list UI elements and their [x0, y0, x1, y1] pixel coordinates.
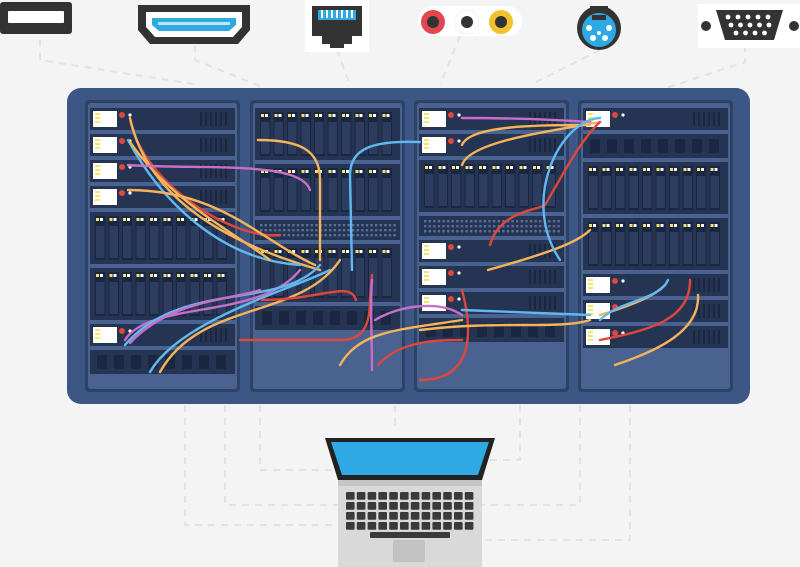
vga-port-icon: [698, 4, 800, 48]
rack-unit: [419, 292, 564, 314]
rack-unit: [255, 306, 400, 330]
rca-av-port-icon: [418, 6, 522, 36]
ethernet-port-icon: [305, 0, 369, 52]
dashed-connection-lines: [39, 35, 746, 541]
rack-unit: [419, 266, 564, 288]
s-video-port-icon: [577, 6, 621, 50]
rack-unit: [583, 326, 728, 348]
rack-unit: [419, 160, 564, 212]
rack-unit: [583, 108, 728, 130]
rack-column: [85, 100, 240, 392]
rack-unit: [90, 268, 235, 320]
patch-cables: [123, 116, 700, 382]
rack-column: [578, 100, 733, 392]
rack-unit: [583, 134, 728, 158]
rack-unit: [583, 162, 728, 214]
laptop-icon: [325, 438, 495, 567]
rack-unit: [255, 220, 400, 240]
usb-port-icon: [0, 2, 72, 34]
rack-unit: [90, 350, 235, 374]
rack-unit: [90, 212, 235, 264]
rack-unit: [90, 160, 235, 182]
rack-unit: [255, 108, 400, 160]
rack-unit: [419, 318, 564, 342]
hdmi-port-icon: [138, 5, 250, 44]
rack-unit: [90, 134, 235, 156]
rack-unit: [583, 218, 728, 270]
rack-unit: [419, 216, 564, 236]
connector-row: [0, 0, 800, 52]
rack-unit: [583, 300, 728, 322]
rack-unit: [583, 274, 728, 296]
rack-unit: [90, 324, 235, 346]
rack-unit: [90, 108, 235, 130]
